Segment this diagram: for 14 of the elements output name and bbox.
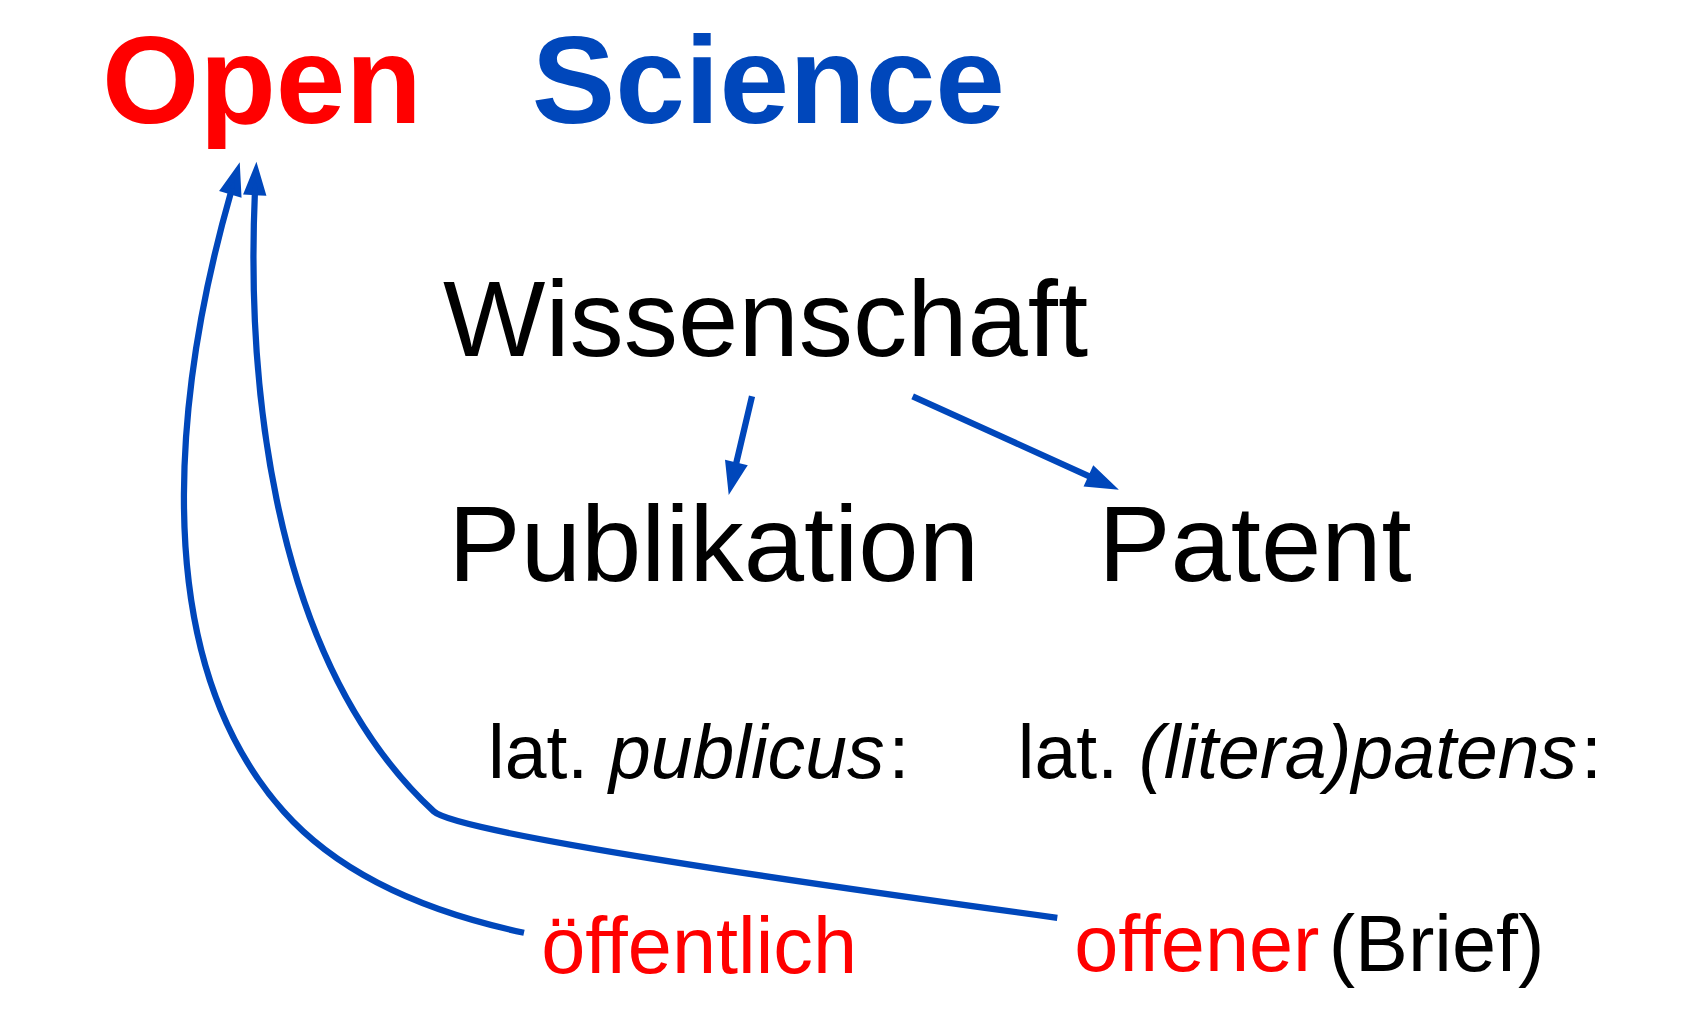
label: lat. (litera)patens: — [1017, 709, 1602, 794]
node-text: Patent — [1097, 483, 1412, 605]
node-text: offener — [1073, 898, 1320, 988]
node-label: (Brief) — [1328, 898, 1544, 988]
arrow — [724, 395, 755, 496]
node-text: Science — [531, 9, 1005, 150]
arrow — [242, 161, 1058, 921]
arrow — [180, 162, 525, 936]
node-text: öffentlich — [540, 900, 857, 990]
label: lat. publicus: — [487, 709, 909, 794]
arrow — [910, 393, 1119, 490]
node-text: Wissenschaft — [442, 257, 1088, 379]
node-text: Publikation — [447, 483, 979, 605]
node-text: Open — [101, 9, 422, 150]
